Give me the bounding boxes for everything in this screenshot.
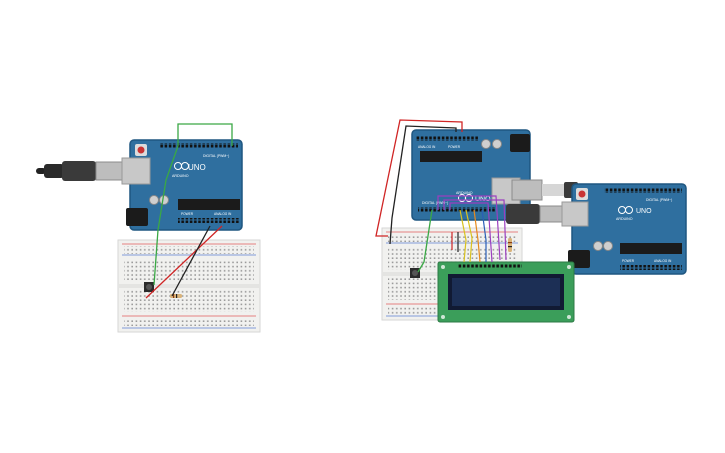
board-a-brand-text: ARDUINO: [456, 191, 473, 195]
wire-blue: [481, 209, 487, 262]
board-brand-text: ARDUINO: [172, 174, 189, 178]
arduino-board-left[interactable]: UNO ARDUINO DIGITAL (PWM~) POWER ANALOG …: [121, 139, 243, 231]
board-a-power-label: POWER: [448, 145, 461, 149]
breadboard-left[interactable]: [117, 239, 261, 333]
microcontroller-chip: [178, 199, 240, 210]
pushbutton-left[interactable]: [144, 282, 154, 292]
board-b-power-label: POWER: [622, 259, 635, 263]
board-logo-text: UNO: [188, 163, 206, 172]
board-b-analog-label: ANALOG IN: [654, 259, 672, 263]
arduino-board-right-a[interactable]: ANALOG IN POWER ARDUINO UNO DIGITAL (PWM…: [411, 129, 531, 221]
usb-cable-top: [511, 179, 578, 201]
wire-black-right: [389, 125, 457, 245]
power-label: POWER: [181, 212, 194, 216]
arduino-board-right-b[interactable]: DIGITAL (PWM~) UNO ARDUINO POWER ANALOG …: [561, 183, 687, 275]
wire-green-right: [417, 209, 433, 273]
left-circuit: UNO ARDUINO DIGITAL (PWM~) POWER ANALOG …: [36, 123, 261, 333]
wire-purple-3: [449, 202, 493, 263]
wire-yellow-2: [459, 209, 467, 263]
resistor-left: [170, 294, 182, 298]
pushbutton-right[interactable]: [410, 268, 420, 278]
microcontroller-chip-a: [420, 151, 482, 162]
wire-green-left: [153, 123, 233, 286]
lcd-screen: [452, 278, 560, 306]
wire-red-right: [375, 119, 463, 237]
resistor-right: [508, 238, 512, 252]
analog-label: ANALOG IN: [214, 212, 232, 216]
wire-yellow-1: [465, 209, 473, 263]
board-b-brand-text: ARDUINO: [616, 217, 633, 221]
board-b-digital-label: DIGITAL (PWM~): [646, 198, 672, 202]
wire-purple-2: [443, 199, 507, 261]
board-a-analog-label: ANALOG IN: [418, 145, 436, 149]
digital-label: DIGITAL (PWM~): [203, 154, 229, 158]
wire-black-left: [171, 225, 211, 297]
microcontroller-chip-b: [620, 243, 682, 254]
wire-orange: [473, 209, 481, 263]
board-b-logo-text: UNO: [636, 208, 652, 215]
right-circuit: ANALOG IN POWER ARDUINO UNO DIGITAL (PWM…: [375, 119, 687, 323]
wire-purple-1: [437, 195, 501, 261]
lcd-display[interactable]: [437, 261, 575, 323]
reset-button-b[interactable]: [578, 190, 586, 198]
board-a-digital-label: DIGITAL (PWM~): [422, 201, 448, 205]
reset-button[interactable]: [137, 146, 145, 154]
usb-plug-icon[interactable]: [36, 161, 132, 181]
wire-red-left: [145, 225, 223, 299]
